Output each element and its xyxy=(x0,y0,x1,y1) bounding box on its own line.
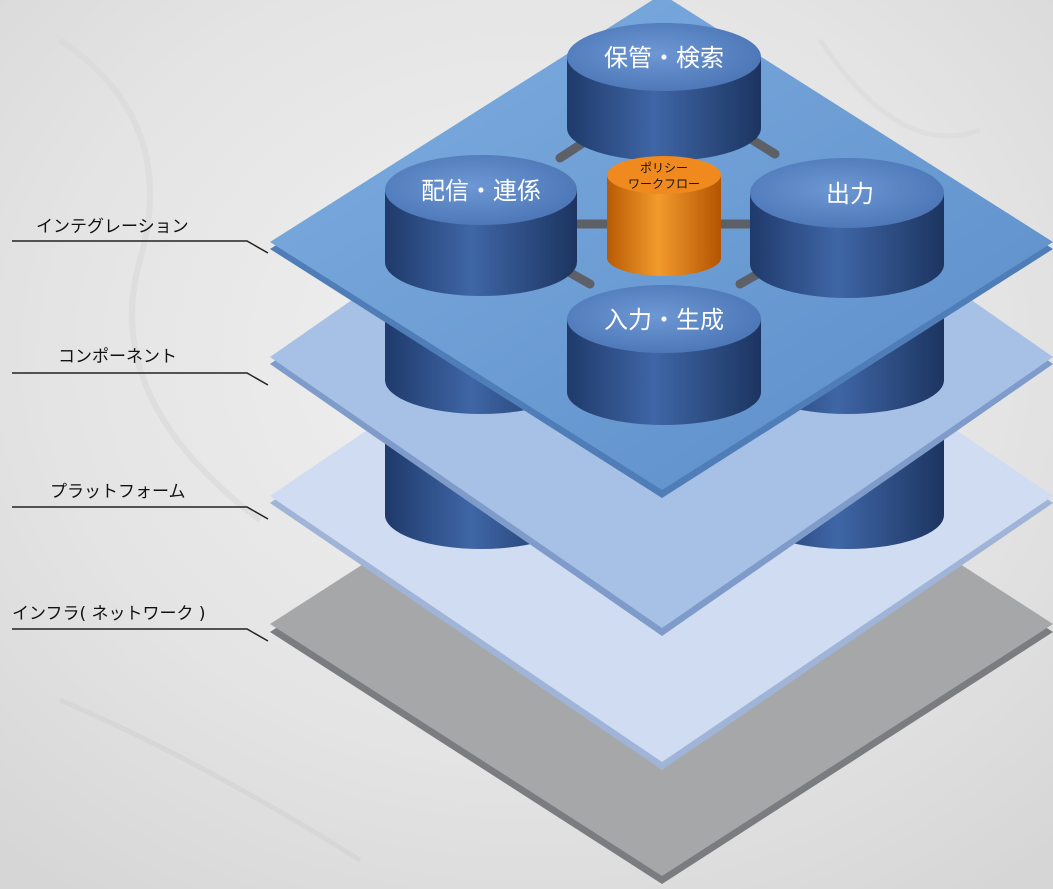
integration-label: インテグレーション xyxy=(36,217,189,237)
layer-label-infra: インフラ( ネットワーク ) xyxy=(12,604,269,642)
cylinder-storage xyxy=(567,23,761,161)
cylinder-input xyxy=(567,285,761,425)
layer-label-integration: インテグレーション xyxy=(12,217,269,254)
module-storage-label: 保管・検索 xyxy=(604,44,724,72)
infra-label: インフラ( ネットワーク ) xyxy=(12,604,206,624)
layer-label-platform: プラットフォーム xyxy=(12,482,269,520)
core-label-line2: ワークフロー xyxy=(628,177,700,191)
layer-label-component: コンポーネント xyxy=(12,347,269,386)
cylinder-core xyxy=(607,156,721,276)
module-output-label: 出力 xyxy=(826,180,874,208)
module-input-label: 入力・生成 xyxy=(604,306,724,334)
core-label-line1: ポリシー xyxy=(640,161,688,175)
module-distribution-label: 配信・連係 xyxy=(421,177,541,205)
component-label: コンポーネント xyxy=(58,347,177,367)
platform-label: プラットフォーム xyxy=(50,482,186,502)
cylinder-distribution xyxy=(385,155,577,296)
cylinder-output xyxy=(750,158,944,298)
